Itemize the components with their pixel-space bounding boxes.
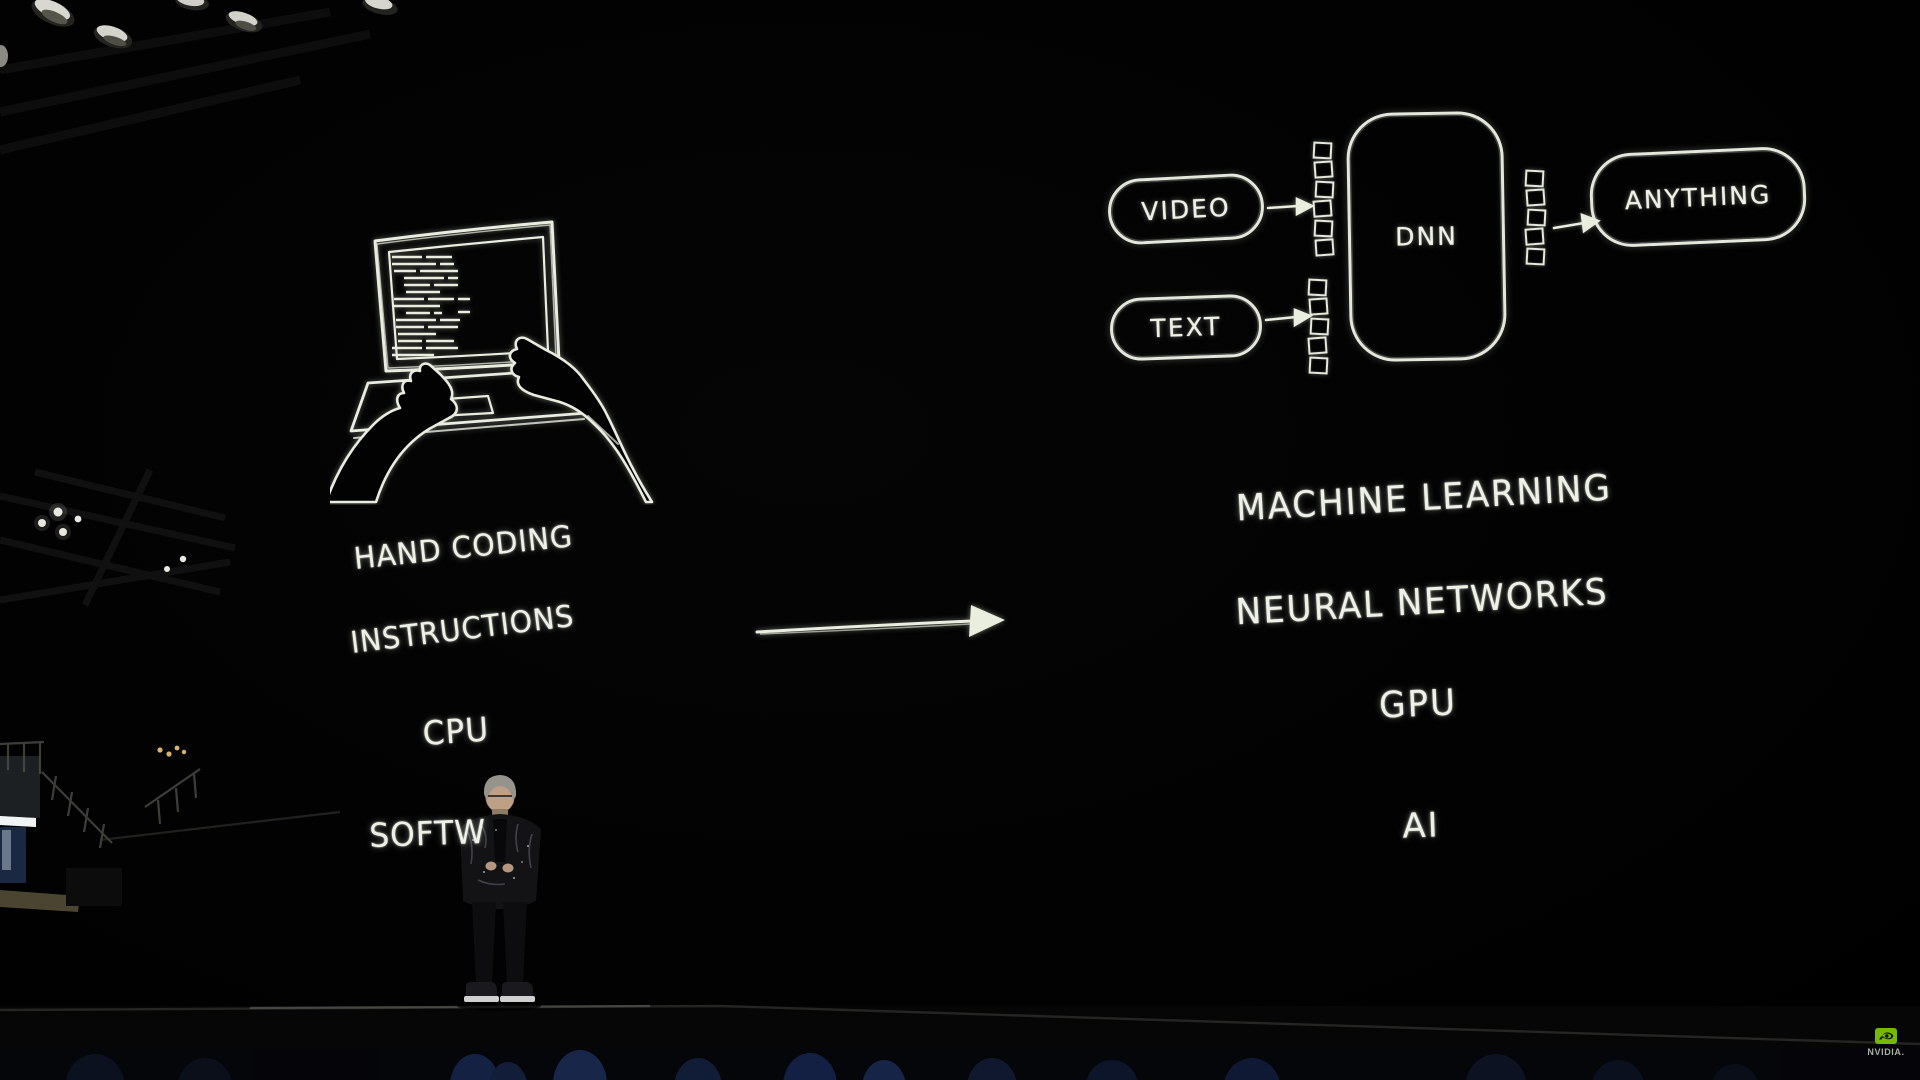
diagram-node-text-label: TEXT xyxy=(1150,311,1222,344)
label-cpu: CPU xyxy=(421,709,491,753)
label-gpu: GPU xyxy=(1378,682,1458,727)
diagram-node-video: VIDEO xyxy=(1106,171,1266,247)
laptop-code-sketch xyxy=(330,220,654,504)
presenter xyxy=(457,775,541,1011)
ceiling-lights xyxy=(0,0,398,67)
sidestage-monitor xyxy=(0,816,36,883)
audience-silhouettes xyxy=(0,1048,1920,1080)
warm-rig-lights xyxy=(157,745,187,757)
diagram-node-video-label: VIDEO xyxy=(1140,192,1232,226)
diagram-node-anything: ANYTHING xyxy=(1588,145,1808,249)
nvidia-watermark: NVIDIA. xyxy=(1858,1027,1914,1057)
stage-deck-strip xyxy=(0,890,80,912)
stage-edge-line xyxy=(0,1004,1920,1046)
stage-left-structure xyxy=(0,740,341,912)
arrow-right-icon xyxy=(755,605,1005,637)
left-truss xyxy=(0,468,236,607)
diagram-node-anything-label: ANYTHING xyxy=(1624,179,1772,215)
ceiling-truss xyxy=(0,7,371,155)
label-software-partial: SOFTW xyxy=(368,811,487,855)
rig-lights xyxy=(34,503,187,572)
nvidia-eye-icon xyxy=(1875,1028,1897,1044)
feature-square xyxy=(1308,356,1328,374)
label-ai: AI xyxy=(1401,805,1441,847)
diagram-connector-arrows xyxy=(1264,196,1601,328)
nvidia-brand-text: NVIDIA. xyxy=(1867,1047,1905,1057)
diagram-node-text: TEXT xyxy=(1108,293,1264,362)
